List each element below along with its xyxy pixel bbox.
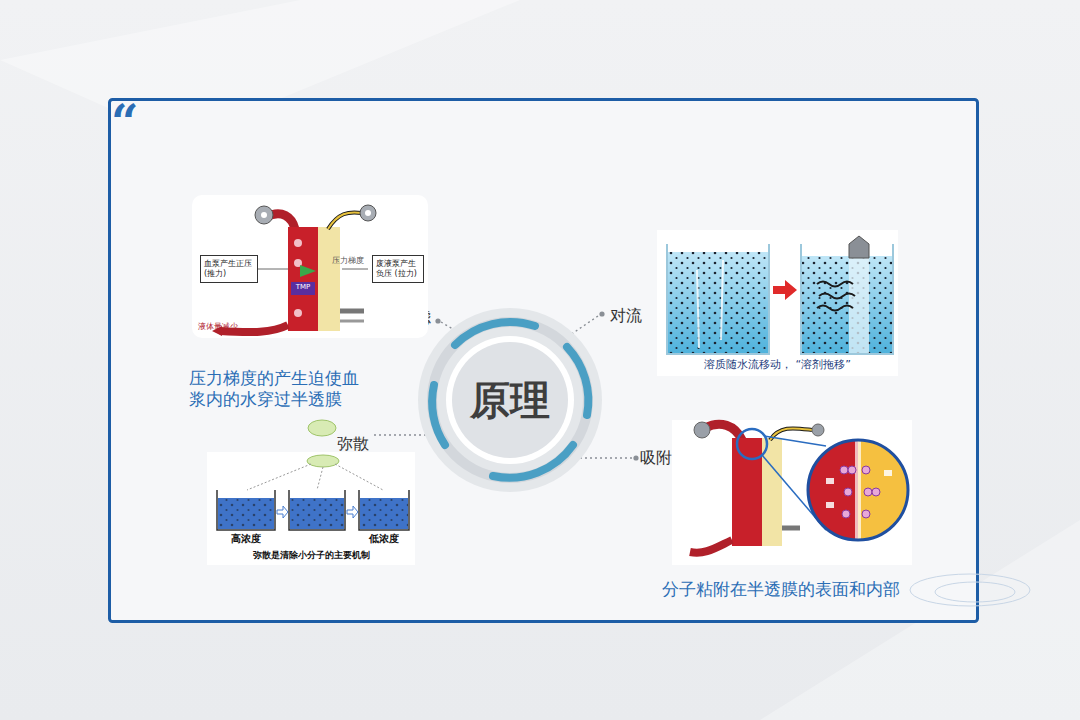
principle-label: 吸附 xyxy=(640,448,680,468)
node-text: 废液泵产生负压 (拉力) xyxy=(376,259,422,279)
principle-label: 对流 xyxy=(610,306,650,326)
principle-label: 弥散 xyxy=(337,434,377,454)
node-text: 低浓度 xyxy=(357,533,411,546)
caption-text: 压力梯度的产生迫使血浆内的水穿过半透膜 xyxy=(189,368,371,411)
convection-panel-art xyxy=(657,230,898,376)
node-text: 溶质随水流移动， “溶剂拖移” xyxy=(657,358,898,372)
node-text: 弥散是清除小分子的主要机制 xyxy=(207,550,415,561)
node-text: 高浓度 xyxy=(221,533,271,546)
pump-note-box: 废液泵产生负压 (拉力) xyxy=(372,255,424,283)
quote-mark: “ xyxy=(111,92,151,152)
ultrafiltration-panel: 压力梯度 TMP 液体量减少 血泵产生正压 (推力) 废液泵产生负压 (拉力) xyxy=(192,195,428,338)
diffusion-panel: 高浓度 低浓度弥散是清除小分子的主要机制 xyxy=(207,452,415,565)
node-text: TMP xyxy=(291,283,315,292)
pump-note-box: 血泵产生正压 (推力) xyxy=(200,255,258,283)
node-text: 液体量减少 xyxy=(198,322,258,332)
diffusion-panel-art xyxy=(207,452,415,565)
caption-text: 分子粘附在半透膜的表面和内部 xyxy=(662,579,914,600)
node-text: 原理 xyxy=(415,375,605,425)
node-text: 血泵产生正压 (推力) xyxy=(204,259,256,279)
node-text: 压力梯度 xyxy=(332,256,368,266)
principle-circle: 原理 xyxy=(415,305,605,495)
convection-panel: 溶质随水流移动， “溶剂拖移” xyxy=(657,230,898,376)
